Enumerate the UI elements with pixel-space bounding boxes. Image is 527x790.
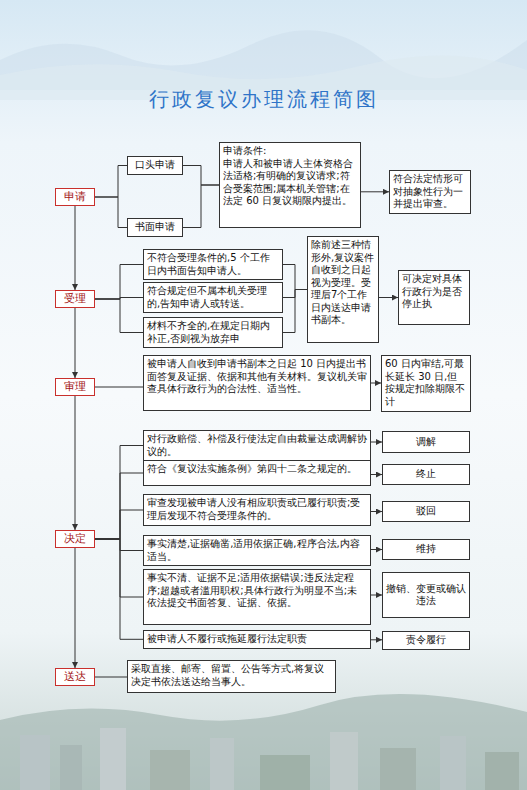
box-text: 不符合受理条件的,5 个工作日内书面告知申请人。 bbox=[147, 252, 279, 277]
connector bbox=[95, 539, 143, 639]
connector bbox=[183, 185, 219, 228]
process-box: 60 日内审结,可最长延长 30 日,但按规定扣除期限不计 bbox=[381, 355, 471, 412]
process-box: 材料不齐全的,在规定日期内补正,否则视为放弃申 bbox=[143, 317, 283, 348]
process-box: 审查发现被申请人没有相应职责或已履行职责;受理后发现不符合受理条件的。 bbox=[143, 494, 371, 526]
connector bbox=[95, 539, 143, 597]
stage-box: 受理 bbox=[55, 290, 95, 308]
connector bbox=[371, 383, 381, 384]
process-box: 可决定对具体行政行为是否停止执 bbox=[398, 270, 470, 325]
box-text: 维持 bbox=[416, 543, 436, 556]
box-heading: 申请条件: bbox=[223, 145, 357, 158]
box-text: 责令履行 bbox=[406, 634, 446, 647]
process-box: 除前述三种情形外,复议案件自收到之日起视为受理。受理后7个工作日内送达申请书副本… bbox=[307, 236, 379, 343]
connector bbox=[371, 474, 382, 475]
box-text: 符合《复议法实施条例》第四十二条之规定的。 bbox=[147, 463, 367, 476]
box-text: 口头申请 bbox=[135, 159, 175, 172]
process-box: 不符合受理条件的,5 个工作日内书面告知申请人。 bbox=[143, 249, 283, 280]
connector bbox=[95, 265, 143, 300]
process-box: 事实清楚,证据确凿,适用依据正确,程序合法,内容适当。 bbox=[143, 535, 371, 566]
connector bbox=[283, 290, 307, 333]
box-text: 送达 bbox=[64, 670, 86, 684]
box-text: 事实不清、证据不足;适用依据错误;违反法定程序;超越或者滥用职权;具体行政行为明… bbox=[147, 572, 367, 610]
result-box: 撤销、变更或确认违法 bbox=[382, 572, 470, 618]
connector bbox=[75, 396, 76, 530]
connector bbox=[361, 191, 389, 192]
box-text: 申请 bbox=[64, 190, 86, 204]
result-box: 责令履行 bbox=[382, 631, 470, 650]
box-text: 60 日内审结,可最长延长 30 日,但按规定扣除期限不计 bbox=[385, 358, 467, 408]
box-text: 对行政赔偿、补偿及行使法定自由裁量达成调解协议的。 bbox=[147, 433, 367, 458]
connector bbox=[95, 446, 143, 540]
process-box: 符合《复议法实施条例》第四十二条之规定的。 bbox=[143, 460, 371, 486]
process-box: 符合规定但不属本机关受理的,告知申请人或转送。 bbox=[143, 282, 283, 313]
process-box: 被申请人不履行或拖延履行法定职责 bbox=[143, 630, 371, 649]
box-text: 书面申请 bbox=[135, 221, 175, 234]
connector bbox=[183, 166, 219, 186]
connector bbox=[371, 639, 382, 640]
box-text: 决定 bbox=[64, 532, 86, 546]
process-box: 被申请人自收到申请书副本之日起 10 日内提出书面答复及证据、依据和其他有关材料… bbox=[143, 355, 371, 411]
stage-box: 审理 bbox=[55, 378, 95, 396]
process-box: 对行政赔偿、补偿及行使法定自由裁量达成调解协议的。 bbox=[143, 430, 371, 461]
box-text: 审查发现被申请人没有相应职责或已履行职责;受理后发现不符合受理条件的。 bbox=[147, 497, 367, 522]
box-text: 申请人和被申请人主体资格合法适格;有明确的复议请求;符合受案范围;属本机关管辖;… bbox=[223, 158, 357, 208]
box-text: 审理 bbox=[64, 380, 86, 394]
box-text: 撤销、变更或确认违法 bbox=[386, 583, 466, 608]
connector bbox=[371, 549, 382, 550]
box-text: 驳回 bbox=[416, 505, 436, 518]
connector bbox=[95, 510, 143, 539]
result-box: 维持 bbox=[382, 539, 470, 560]
connector bbox=[95, 197, 127, 228]
box-text: 事实清楚,证据确凿,适用依据正确,程序合法,内容适当。 bbox=[147, 538, 367, 563]
box-text: 终止 bbox=[416, 468, 436, 481]
box-text: 符合规定但不属本机关受理的,告知申请人或转送。 bbox=[147, 285, 279, 310]
box-text: 符合法定情形可对抽象性行为一并提出审查。 bbox=[393, 173, 467, 211]
box-text: 被申请人不履行或拖延履行法定职责 bbox=[147, 633, 367, 646]
connector bbox=[95, 539, 143, 551]
connector bbox=[371, 442, 382, 443]
result-box: 调解 bbox=[382, 431, 470, 453]
connector bbox=[371, 595, 382, 596]
connector bbox=[95, 473, 143, 539]
connector bbox=[95, 166, 127, 198]
connector bbox=[371, 511, 382, 512]
box-text: 受理 bbox=[64, 292, 86, 306]
result-box: 终止 bbox=[382, 464, 470, 485]
connector bbox=[75, 206, 76, 290]
process-box: 符合法定情形可对抽象性行为一并提出审查。 bbox=[389, 170, 471, 214]
process-box: 事实不清、证据不足;适用依据错误;违反法定程序;超越或者滥用职权;具体行政行为明… bbox=[143, 569, 371, 625]
connector bbox=[75, 548, 76, 668]
box-text: 可决定对具体行政行为是否停止执 bbox=[402, 273, 466, 311]
process-box: 申请条件:申请人和被申请人主体资格合法适格;有明确的复议请求;符合受案范围;属本… bbox=[219, 142, 361, 228]
process-box: 采取直接、邮寄、留置、公告等方式,将复议决定书依法送达给当事人。 bbox=[127, 660, 336, 693]
result-box: 口头申请 bbox=[127, 156, 183, 175]
diagram-title: 行政复议办理流程简图 bbox=[0, 86, 527, 113]
stage-box: 申请 bbox=[55, 188, 95, 206]
connector bbox=[95, 299, 143, 333]
box-text: 除前述三种情形外,复议案件自收到之日起视为受理。受理后7个工作日内送达申请书副本… bbox=[311, 239, 375, 327]
box-text: 材料不齐全的,在规定日期内补正,否则视为放弃申 bbox=[147, 320, 279, 345]
box-text: 调解 bbox=[416, 436, 436, 449]
stage-box: 决定 bbox=[55, 530, 95, 548]
connector bbox=[379, 297, 398, 298]
box-text: 采取直接、邮寄、留置、公告等方式,将复议决定书依法送达给当事人。 bbox=[131, 663, 332, 688]
box-text: 被申请人自收到申请书副本之日起 10 日内提出书面答复及证据、依据和其他有关材料… bbox=[147, 358, 367, 396]
result-box: 驳回 bbox=[382, 501, 470, 522]
connector bbox=[95, 677, 127, 678]
stage-box: 送达 bbox=[55, 668, 95, 686]
connector bbox=[283, 265, 307, 290]
result-box: 书面申请 bbox=[127, 218, 183, 237]
connector bbox=[95, 387, 143, 388]
connector bbox=[75, 308, 76, 378]
